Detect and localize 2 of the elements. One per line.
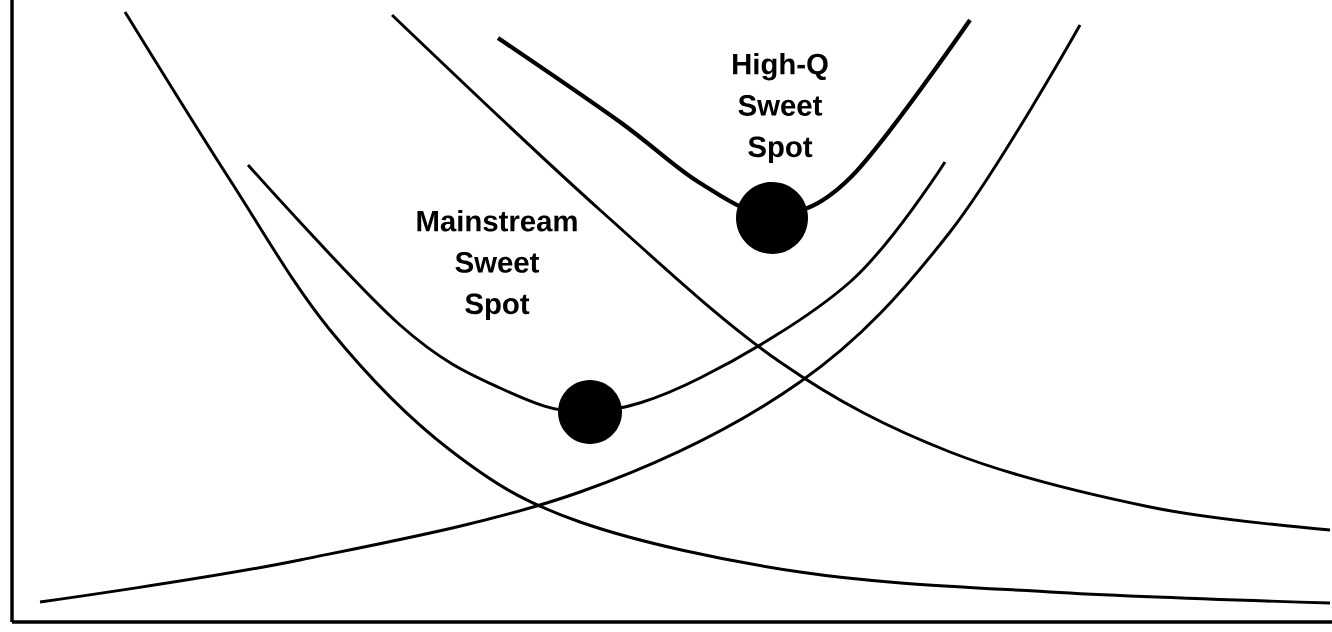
label-text: High-Q Sweet Spot — [733, 53, 828, 163]
label-text: Mainstream Sweet Spot — [417, 210, 577, 320]
